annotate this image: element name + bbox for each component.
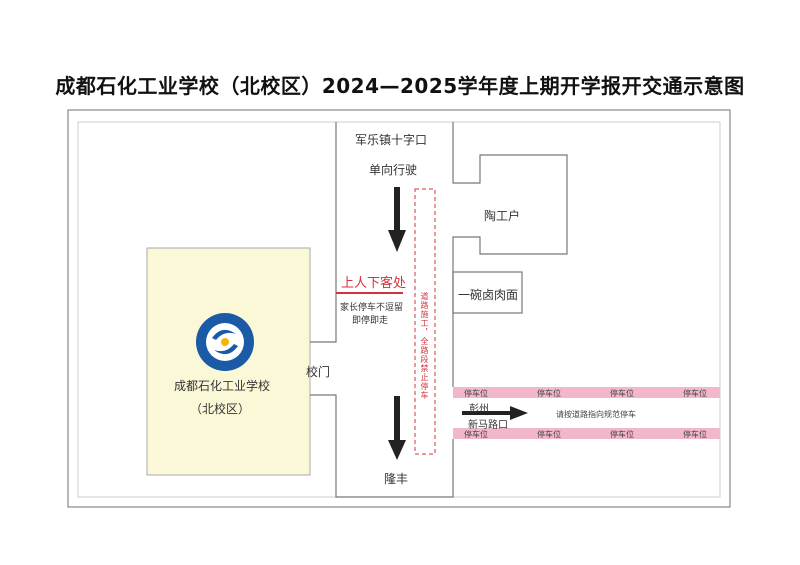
school-logo <box>196 313 254 371</box>
school-name: 成都石化工业学校 <box>174 379 271 393</box>
parking-band-bottom <box>453 428 720 439</box>
east-road-label-bottom: 新马路口 <box>468 420 508 431</box>
north-road-label: 军乐镇十字口 <box>355 133 428 147</box>
parking-band-top <box>453 387 720 398</box>
arrow-down-icon <box>388 187 406 252</box>
construction-note: 道路施工，全路段禁止停车 <box>420 292 429 400</box>
east-parking-note: 请按道路指向规范停车 <box>556 410 636 419</box>
parking-label: 停车位 <box>610 389 634 398</box>
parking-label: 停车位 <box>610 430 634 439</box>
parking-label: 停车位 <box>683 389 707 398</box>
no-parking-zone <box>414 188 436 455</box>
arrow-right-icon <box>462 406 528 420</box>
outer-frame <box>67 109 731 508</box>
dropoff-note-1: 家长停车不逗留 <box>340 303 404 313</box>
shop-yiwan-lurou: 一碗卤肉面 <box>458 288 519 302</box>
east-road-label-top: 彭州 <box>469 404 489 415</box>
school-campus: （北校区） <box>190 402 251 416</box>
one-way-label: 单向行驶 <box>369 163 418 177</box>
parking-label: 停车位 <box>464 430 488 439</box>
south-road-label: 隆丰 <box>384 472 409 486</box>
shop-taogonghu: 陶工户 <box>484 209 521 223</box>
parking-label: 停车位 <box>683 430 707 439</box>
page-title: 成都石化工业学校（北校区）2024—2025学年度上期开学报开交通示意图 <box>55 74 745 98</box>
parking-label: 停车位 <box>464 389 488 398</box>
parking-label: 停车位 <box>537 389 561 398</box>
school-gate: 校门 <box>306 365 331 379</box>
parking-label: 停车位 <box>537 430 561 439</box>
dropoff-note-2: 即停即走 <box>352 316 389 326</box>
arrow-down-icon <box>388 396 406 460</box>
road-edges <box>310 122 568 498</box>
dropoff-title: 上人下客处 <box>341 276 407 291</box>
